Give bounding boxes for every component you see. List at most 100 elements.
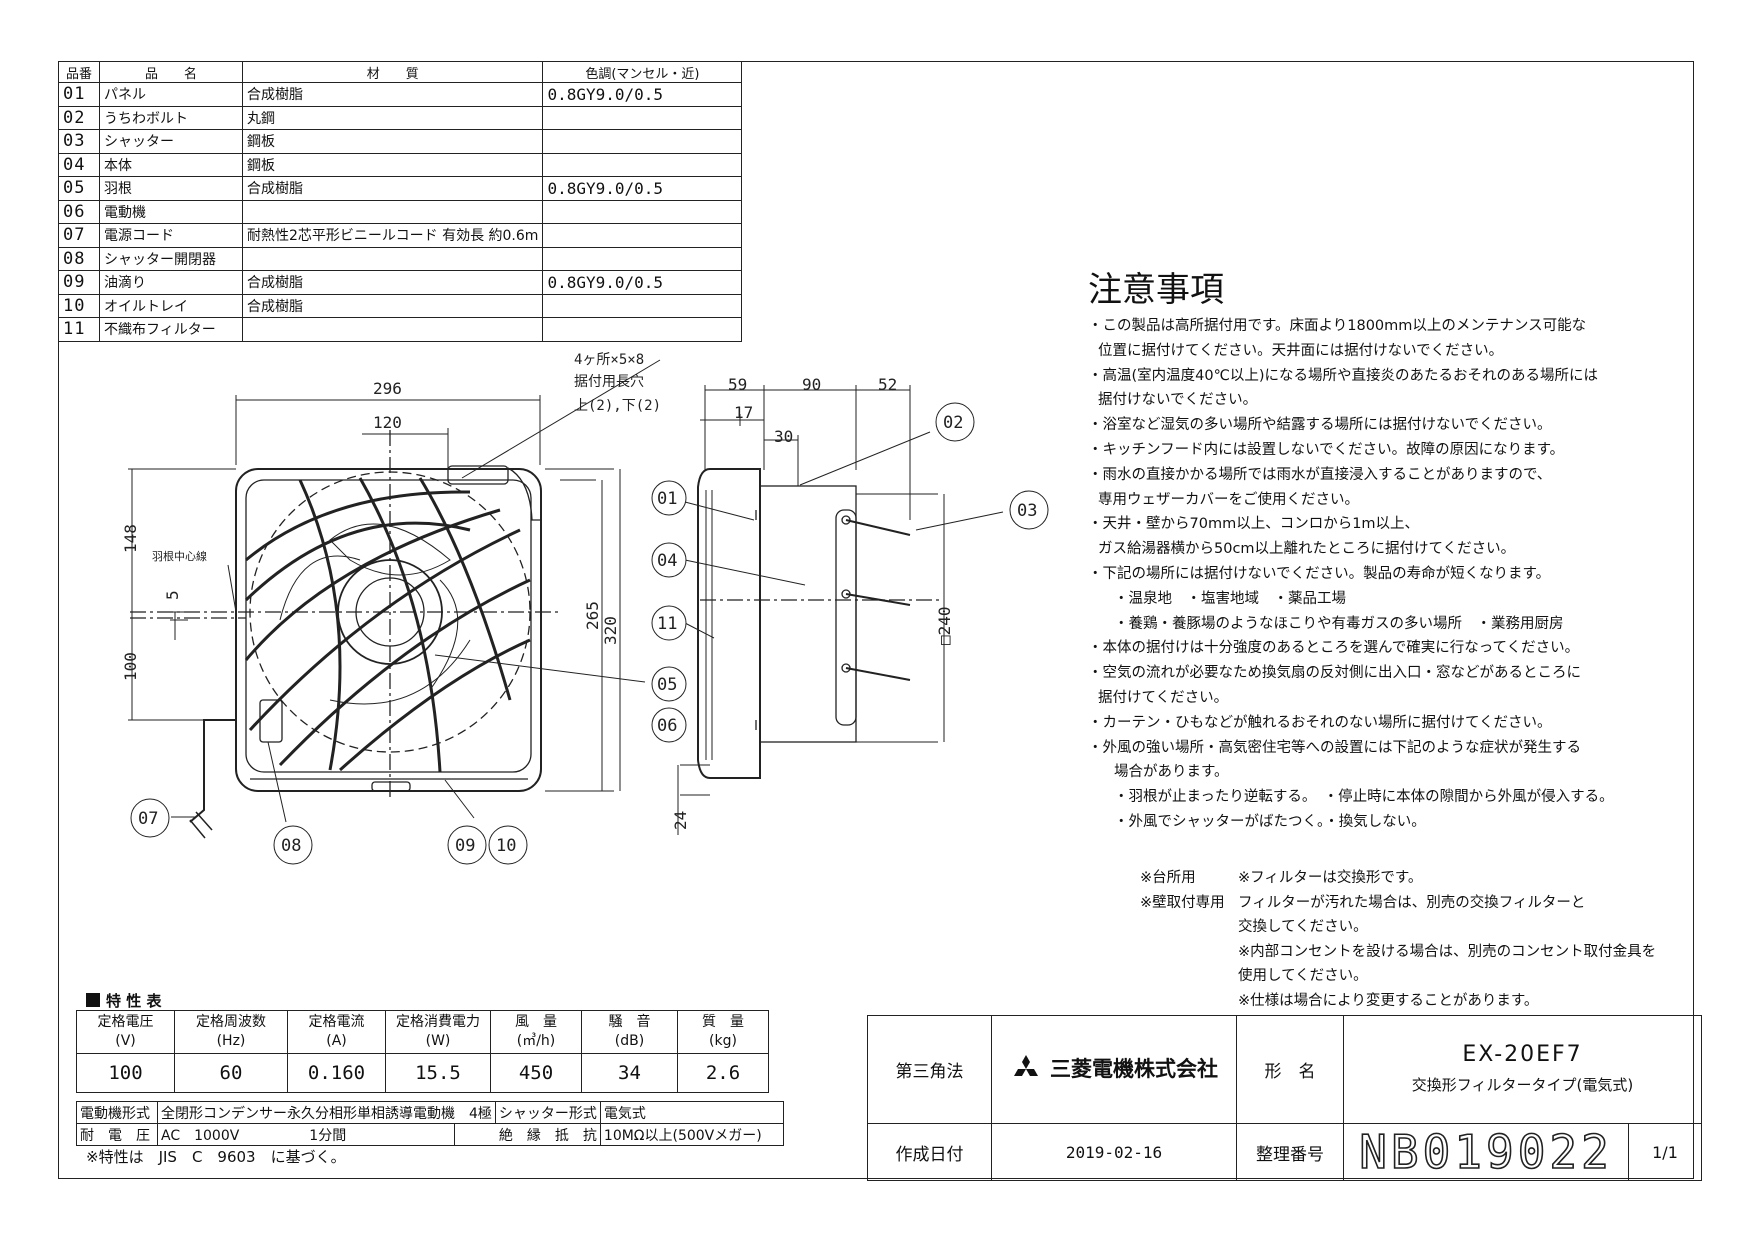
svg-text:05: 05 — [657, 675, 677, 695]
parts-cell-no: 06 — [58, 199, 100, 224]
motor-value: 全閉形コンデンサー永久分相形単相誘導電動機 4極 — [157, 1101, 496, 1124]
parts-cell-color — [542, 293, 743, 318]
svg-text:11: 11 — [657, 614, 677, 634]
note-line: ・この製品は高所据付用です。床面より1800mm以上のメンテナンス可能な — [1088, 318, 1587, 334]
spec-label-text: 特 性 表 — [106, 992, 162, 1010]
spec-header: 定格電圧(V) — [76, 1010, 175, 1054]
spec-table: 定格電圧(V)定格周波数(Hz) 定格電流 (A) 定格消費電力(W)風 量(㎥/h)… — [76, 1010, 769, 1093]
parts-cell-name: 油滴り — [99, 270, 243, 295]
dim-width: 296 — [373, 379, 402, 398]
spec-header-line: (kg) — [709, 1033, 737, 1049]
callout-06: 06 — [651, 707, 687, 743]
footnote-text: 交換してください。 — [1238, 919, 1368, 936]
date-label: 作成日付 — [867, 1123, 992, 1181]
mount-note-1: 4ヶ所×5×8 — [574, 352, 644, 368]
parts-header-row: 品番 品 名 材 質 色調(マンセル・近) — [58, 61, 743, 83]
parts-cell-color: 0.8GY9.0/0.5 — [542, 176, 743, 201]
note-line: ・カーテン・ひもなどが触れるおそれのない場所に据付けてください。 — [1088, 714, 1552, 731]
spec-value: 2.6 — [677, 1053, 769, 1093]
spec-header: 定格消費電力(W) — [385, 1010, 491, 1054]
side-view — [697, 468, 940, 779]
parts-cell-color — [542, 317, 743, 342]
parts-cell-name: オイルトレイ — [99, 293, 243, 318]
mount-note-3: 上(2),下(2) — [574, 398, 661, 414]
dim-inner-height: 265 — [583, 601, 602, 630]
spec-header: 質 量(kg) — [677, 1010, 769, 1054]
svg-text:07: 07 — [138, 809, 158, 829]
spec-header: 風 量(㎥/h) — [490, 1010, 582, 1054]
dim-upper: 148 — [121, 524, 140, 553]
parts-cell-no: 11 — [58, 317, 100, 342]
title-block: 第三角法 三菱電機株式会社 形 名 EX-20EF7 交換形フィルタータイプ(電… — [867, 1015, 1702, 1181]
dim-side-90: 90 — [802, 375, 821, 394]
fan-center-label: 羽根中心線 — [152, 549, 207, 563]
sheet-value: 1/1 — [1628, 1123, 1702, 1181]
parts-cell-material: 合成樹脂 — [241, 293, 544, 318]
dim-offset: 120 — [373, 413, 402, 432]
footnote-key: ※壁取付専用 — [1140, 894, 1225, 911]
parts-cell-material: 合成樹脂 — [241, 270, 544, 295]
spec-value: 450 — [490, 1053, 582, 1093]
company-cell: 三菱電機株式会社 — [991, 1015, 1237, 1124]
spec-header: 騒 音(dB) — [581, 1010, 678, 1054]
footnote-row: ※仕様は場合により変更することがあります。 — [1140, 989, 1656, 1014]
note-line: ・空気の流れが必要なため換気扇の反対側に出入口・窓などがあるところに — [1088, 665, 1581, 682]
callout-01: 01 — [651, 480, 687, 516]
shutter-label: シャッター形式 — [494, 1101, 601, 1124]
parts-header-name: 品 名 — [99, 61, 243, 83]
parts-cell-name: 羽根 — [99, 176, 243, 201]
footnote-row: ※壁取付専用フィルターが汚れた場合は、別売の交換フィルターと — [1140, 891, 1656, 916]
callout-10: 10 — [488, 825, 528, 865]
spec-value: 0.160 — [287, 1053, 386, 1093]
spec-value: 34 — [581, 1053, 678, 1093]
footnote-row: 使用してください。 — [1140, 964, 1656, 989]
spec-header-line: 騒 音 — [608, 1014, 651, 1030]
parts-cell-color — [542, 105, 743, 130]
parts-cell-name: 電源コード — [99, 223, 243, 248]
parts-header-no: 品番 — [58, 61, 100, 83]
note-line: ・天井・壁から70mm以上、コンロから1m以上、 — [1088, 516, 1420, 533]
spec-value: 60 — [174, 1053, 288, 1093]
number-value: NB019022 — [1343, 1123, 1629, 1181]
dim-side-17: 17 — [734, 403, 753, 422]
spec-header-line: (Hz) — [216, 1033, 246, 1049]
callout-11: 11 — [651, 605, 687, 641]
spec-header-line: (W) — [425, 1033, 451, 1049]
model-desc: 交換形フィルタータイプ(電気式) — [1411, 1075, 1634, 1094]
note-line: ・羽根が止まったり逆転する。 ・停止時に本体の隙間から外風が侵入する。 — [1114, 789, 1614, 806]
callout-08: 08 — [273, 825, 313, 865]
footnote-row: 交換してください。 — [1140, 915, 1656, 940]
company-name: 三菱電機株式会社 — [1050, 1056, 1218, 1081]
note-line: ・浴室など湿気の多い場所や結露する場所には据付けないでください。 — [1088, 417, 1552, 434]
dim-total-height: 320 — [601, 616, 620, 645]
voltage-label: 耐 電 圧 — [76, 1123, 158, 1146]
square-icon — [86, 993, 100, 1007]
insulation-value: 10MΩ以上(500Vメガー) — [599, 1123, 784, 1146]
svg-text:03: 03 — [1017, 501, 1037, 521]
note-line: ・キッチンフード内には設置しないでください。故障の原因になります。 — [1088, 441, 1565, 458]
dim-shift: 5 — [163, 590, 182, 600]
parts-cell-material: 合成樹脂 — [241, 176, 544, 201]
note-line: ・雨水の直接かかる場所では雨水が直接浸入することがありますので、 — [1088, 466, 1552, 483]
parts-cell-name: 不織布フィルター — [99, 317, 243, 342]
note-line: ・下記の場所には据付けないでください。製品の寿命が短くなります。 — [1088, 565, 1551, 582]
note-line: ・養鶏・養豚場のようなほこりや有毒ガスの多い場所 ・業務用厨房 — [1114, 615, 1564, 632]
company-logo: 三菱電機株式会社 — [1010, 1053, 1218, 1083]
parts-cell-color — [542, 129, 743, 154]
model-name: EX-20EF7 — [1462, 1041, 1583, 1067]
notes-title: 注意事項 — [1088, 270, 1224, 310]
spec-header-line: (A) — [326, 1033, 347, 1049]
spec-header: 定格周波数(Hz) — [174, 1010, 288, 1054]
svg-text:09: 09 — [455, 836, 475, 856]
parts-cell-material — [241, 246, 544, 271]
spec-header-line: 定格電流 — [308, 1014, 365, 1030]
parts-cell-no: 10 — [58, 293, 100, 318]
